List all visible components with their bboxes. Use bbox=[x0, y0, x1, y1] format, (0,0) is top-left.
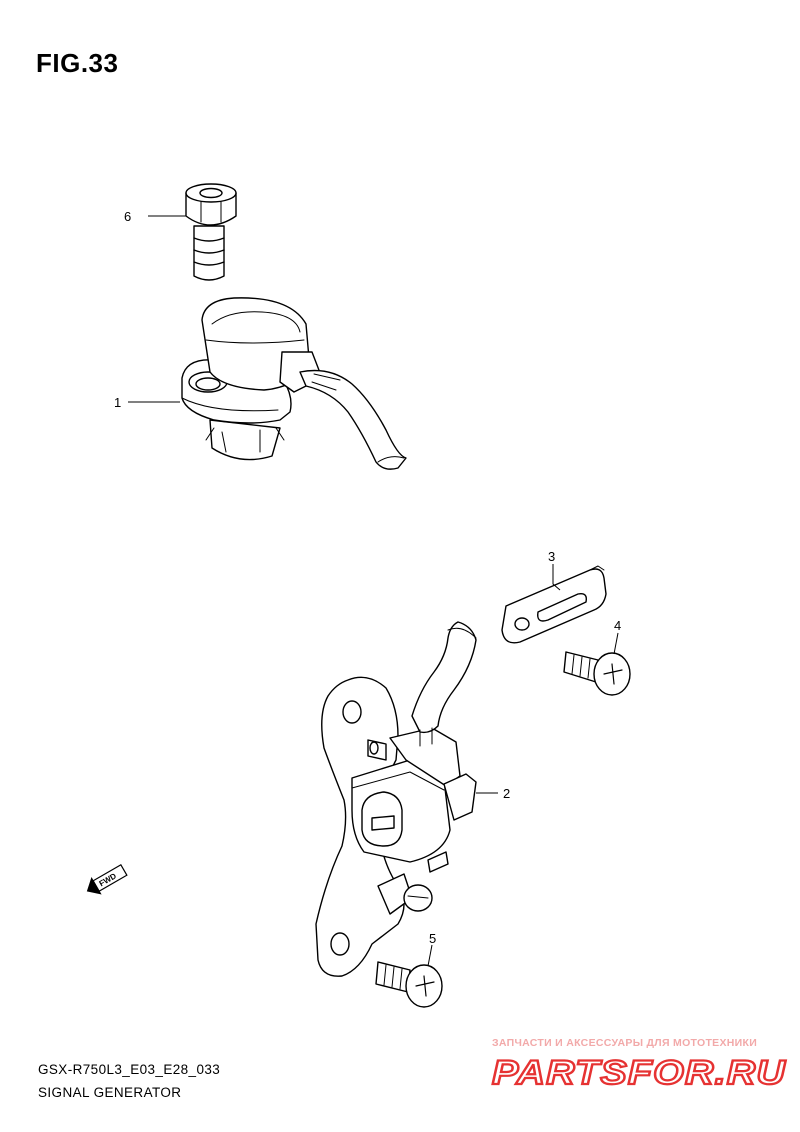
fwd-arrow-icon: FWD bbox=[86, 863, 128, 895]
figure-name: SIGNAL GENERATOR bbox=[38, 1085, 182, 1100]
part-4-screw bbox=[563, 651, 631, 696]
callout-5: 5 bbox=[429, 931, 436, 946]
watermark-logo: PARTSFOR.RU bbox=[491, 1053, 787, 1093]
part-6-bolt bbox=[185, 183, 237, 281]
part-3-plate bbox=[501, 565, 607, 644]
callout-3: 3 bbox=[548, 549, 555, 564]
watermark-tagline: ЗАПЧАСТИ И АКСЕССУАРЫ ДЛЯ МОТОТЕХНИКИ bbox=[492, 1037, 758, 1049]
callout-2: 2 bbox=[503, 786, 510, 801]
part-5-screw bbox=[375, 961, 443, 1008]
svg-text:PARTSFOR.RU: PARTSFOR.RU bbox=[492, 1054, 787, 1092]
part-1-sensor bbox=[181, 297, 407, 470]
figure-title: FIG.33 bbox=[36, 48, 119, 78]
part-2-signal-generator bbox=[315, 621, 477, 977]
callout-6: 6 bbox=[124, 209, 131, 224]
callout-4: 4 bbox=[614, 618, 621, 633]
callout-1: 1 bbox=[114, 395, 121, 410]
figure-code: GSX-R750L3_E03_E28_033 bbox=[38, 1062, 221, 1077]
